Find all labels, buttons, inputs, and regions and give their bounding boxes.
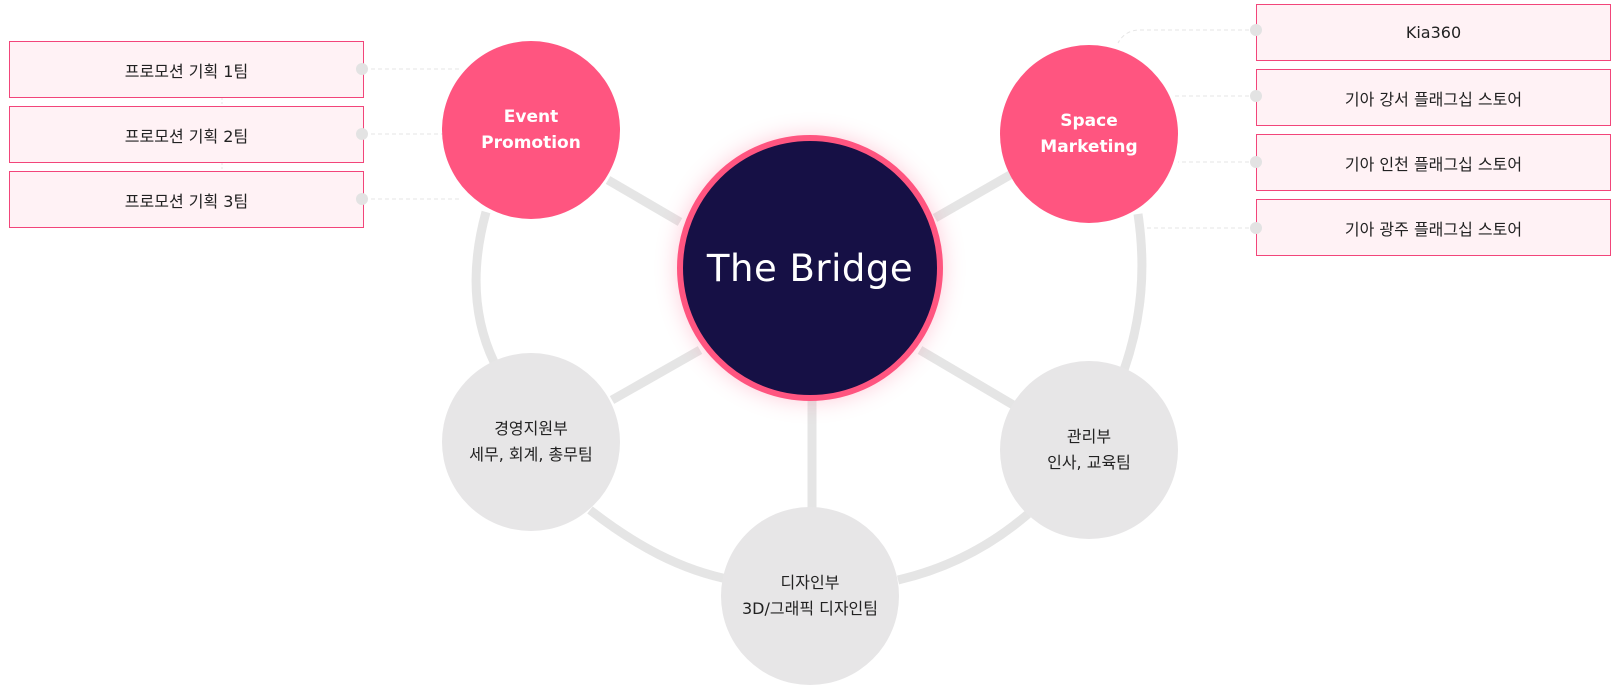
spoke-event-promotion (605, 176, 683, 226)
node-event-promotion: Event Promotion (442, 41, 620, 219)
node-label-line-1: Space (1060, 111, 1118, 131)
node-center: The Bridge (677, 135, 943, 401)
node-label-line-2: 인사, 교육팀 (1047, 453, 1131, 472)
team-box-kia360: Kia360 (1256, 4, 1611, 61)
team-box-kia-gangseo: 기아 강서 플래그십 스토어 (1256, 69, 1611, 126)
node-label-line-2: 3D/그래픽 디자인팀 (741, 599, 879, 618)
node-administration: 관리부 인사, 교육팀 (1000, 361, 1178, 539)
connector-dot (356, 193, 368, 205)
team-box-promotion-3: 프로모션 기획 3팀 (9, 171, 364, 228)
spoke-management-support (609, 346, 703, 404)
team-connector-right-1 (1117, 29, 1256, 44)
node-label-line-1: 경영지원부 (494, 419, 568, 438)
team-label: 기아 인천 플래그십 스토어 (1344, 154, 1523, 174)
team-label: Kia360 (1405, 23, 1462, 42)
outer-ring-arc-left (471, 210, 499, 364)
connector-dot (356, 63, 368, 75)
team-box-promotion-1: 프로모션 기획 1팀 (9, 41, 364, 98)
center-title: The Bridge (706, 246, 914, 290)
outer-ring-arc-bottom-left (587, 506, 733, 585)
connector-dot (356, 128, 368, 140)
team-box-kia-incheon: 기아 인천 플래그십 스토어 (1256, 134, 1611, 191)
node-label-line-1: Event (503, 107, 559, 127)
outer-ring-arc-bottom-right (896, 510, 1031, 585)
node-management-support: 경영지원부 세무, 회계, 총무팀 (442, 353, 620, 531)
outer-ring-arc-right (1119, 213, 1147, 372)
spoke-space-marketing (932, 171, 1013, 222)
node-label-line-1: 관리부 (1066, 427, 1112, 446)
node-label-line-2: Promotion (481, 133, 581, 153)
node-space-marketing: Space Marketing (1000, 45, 1178, 223)
team-label: 기아 광주 플래그십 스토어 (1344, 219, 1523, 239)
node-label-line-1: 디자인부 (780, 573, 840, 592)
connector-dot (1250, 24, 1262, 36)
node-design: 디자인부 3D/그래픽 디자인팀 (721, 507, 899, 685)
team-box-promotion-2: 프로모션 기획 2팀 (9, 106, 364, 163)
connector-dot (1250, 90, 1262, 102)
team-label: 기아 강서 플래그십 스토어 (1344, 89, 1523, 109)
team-label: 프로모션 기획 1팀 (124, 61, 249, 81)
connector-dot (1250, 222, 1262, 234)
team-label: 프로모션 기획 3팀 (124, 191, 249, 211)
team-label: 프로모션 기획 2팀 (124, 126, 249, 146)
spoke-administration (917, 346, 1018, 410)
node-label-line-2: Marketing (1040, 137, 1138, 157)
team-box-kia-gwangju: 기아 광주 플래그십 스토어 (1256, 199, 1611, 256)
connector-dot (1250, 156, 1262, 168)
node-label-line-2: 세무, 회계, 총무팀 (469, 445, 593, 464)
